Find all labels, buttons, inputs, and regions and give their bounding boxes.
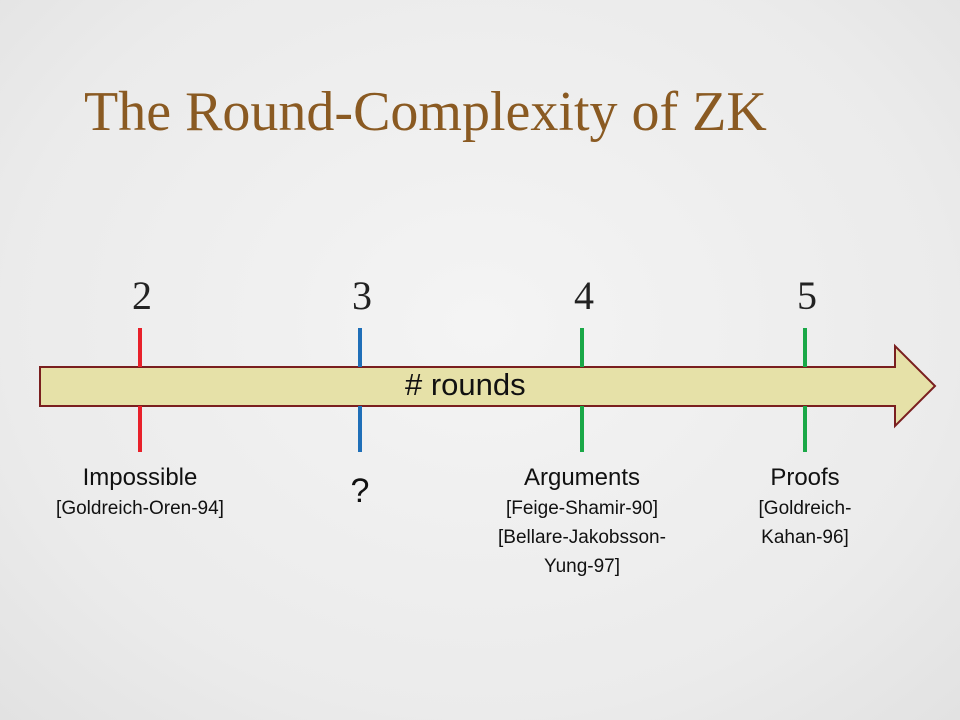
citation-line: [Goldreich- [758, 498, 852, 519]
round-number-5: 5 [797, 273, 817, 318]
caption-title: Impossible [82, 464, 198, 491]
caption-4-rounds: Arguments [Feige-Shamir-90] [Bellare-Jak… [467, 462, 697, 581]
axis-label: # rounds [405, 367, 526, 402]
round-number-4: 4 [574, 273, 594, 318]
citation-line: [Bellare-Jakobsson- [498, 527, 666, 548]
rounds-arrow [39, 343, 937, 429]
citation-line: Kahan-96] [761, 527, 849, 548]
citation-line: [Goldreich-Oren-94] [56, 498, 224, 519]
citation-line: [Feige-Shamir-90] [505, 498, 659, 519]
slide-title: The Round-Complexity of ZK [84, 81, 767, 143]
citation-line: Yung-97] [543, 556, 621, 577]
caption-2-rounds: Impossible [Goldreich-Oren-94] [25, 462, 255, 523]
caption-3-rounds-unknown: ? [350, 472, 370, 510]
caption-5-rounds: Proofs [Goldreich- Kahan-96] [690, 462, 920, 552]
round-number-2: 2 [132, 273, 152, 318]
caption-title: Arguments [523, 464, 641, 491]
caption-title: Proofs [770, 464, 840, 491]
round-number-3: 3 [352, 273, 372, 318]
